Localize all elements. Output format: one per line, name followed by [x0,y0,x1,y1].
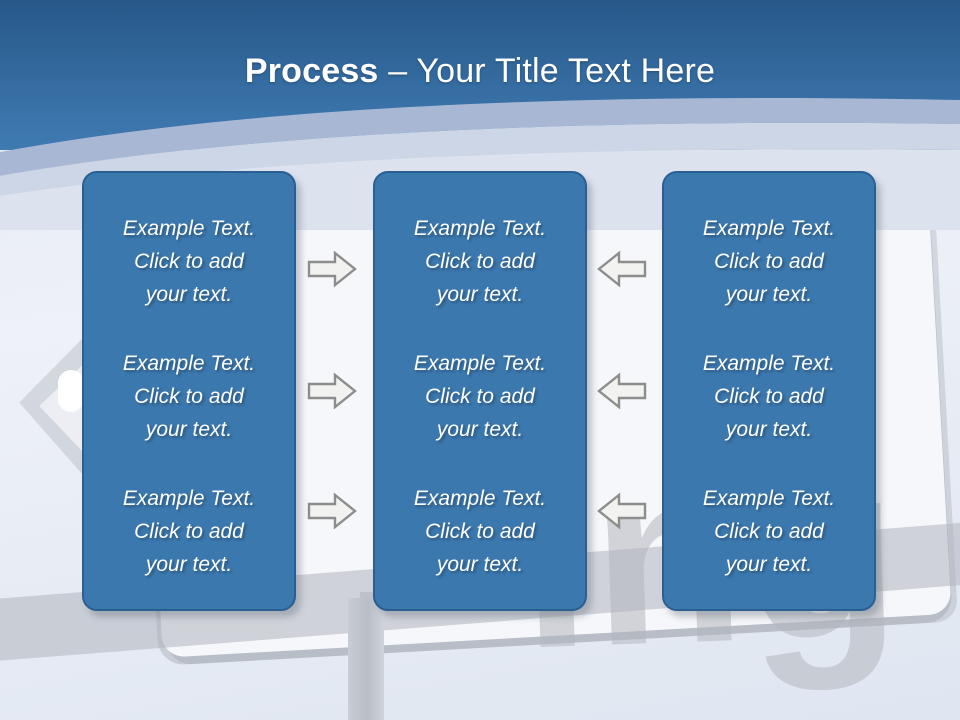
page-title-bold: Process [244,52,379,90]
process-box-column-3[interactable]: Example Text. Click to add your text. Ex… [662,171,876,611]
text-placeholder[interactable]: Example Text. Click to add your text. [702,352,836,441]
text-placeholder[interactable]: Example Text. Click to add your text. [413,217,547,306]
text-placeholder[interactable]: Example Text. Click to add your text. [122,352,256,441]
arrow-right-icon[interactable] [306,491,358,531]
arrow-right-icon[interactable] [306,249,358,289]
process-box-column-2[interactable]: Example Text. Click to add your text. Ex… [373,171,587,611]
text-placeholder[interactable]: Example Text. Click to add your text. [413,487,547,576]
curve-band-light [0,122,960,196]
text-placeholder[interactable]: Example Text. Click to add your text. [122,217,256,306]
page-title: Process – Your Title Text Here [0,50,960,92]
page-title-rest: – Your Title Text Here [378,52,716,90]
curve-band-mid [0,98,960,176]
arrow-left-icon[interactable] [596,249,648,289]
watermark-post [348,598,384,720]
arrow-left-icon[interactable] [596,491,648,531]
text-placeholder[interactable]: Example Text. Click to add your text. [413,352,547,441]
arrow-left-icon[interactable] [596,371,648,411]
process-box-column-1[interactable]: Example Text. Click to add your text. Ex… [82,171,296,611]
watermark-dot [58,370,84,412]
text-placeholder[interactable]: Example Text. Click to add your text. [122,487,256,576]
text-placeholder[interactable]: Example Text. Click to add your text. [702,217,836,306]
arrow-right-icon[interactable] [306,371,358,411]
text-placeholder[interactable]: Example Text. Click to add your text. [702,487,836,576]
